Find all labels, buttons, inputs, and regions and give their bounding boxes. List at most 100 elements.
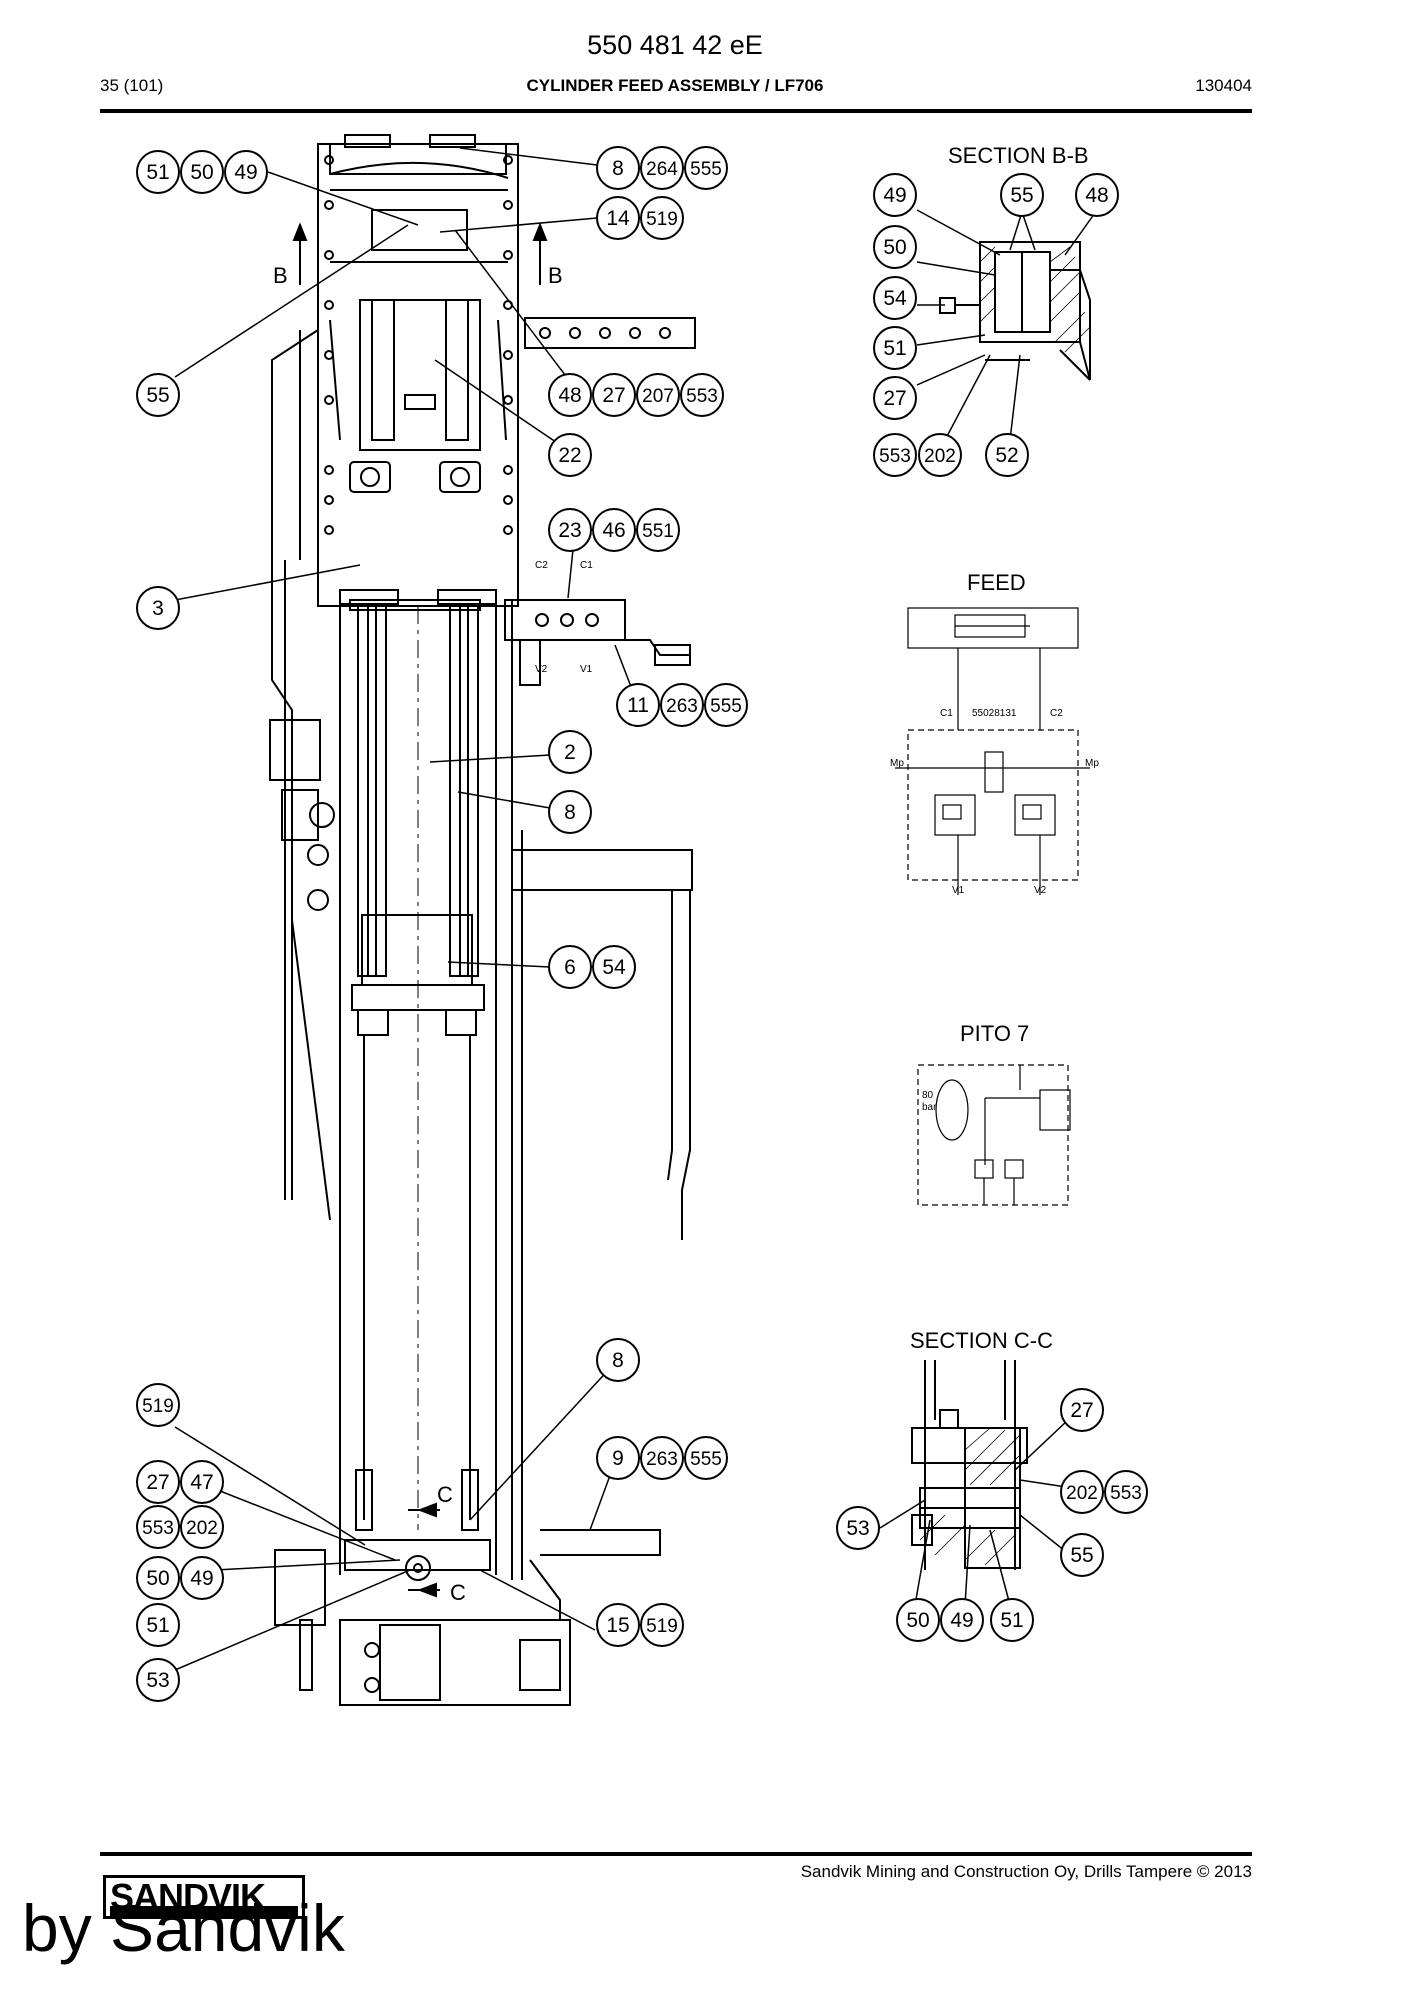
balloon-circle xyxy=(224,150,268,194)
pito-pressure-value: 80 xyxy=(922,1090,934,1101)
balloon-label: 48 xyxy=(558,384,581,407)
balloon-label: 11 xyxy=(627,694,649,717)
section-mark-b-left: B xyxy=(273,263,288,288)
balloon-circle xyxy=(1104,1470,1148,1514)
part-balloon-14: 14 xyxy=(596,196,640,240)
part-balloon-53: 53 xyxy=(836,1506,880,1550)
balloon-circle xyxy=(704,683,748,727)
balloon-circle xyxy=(684,1436,728,1480)
page-number: 35 (101) xyxy=(100,76,164,95)
valve-port-c2: C2 xyxy=(535,560,548,571)
balloon-label: 55 xyxy=(1070,1544,1093,1567)
balloon-label: 47 xyxy=(190,1471,213,1494)
balloon-label: 27 xyxy=(1070,1399,1093,1422)
balloon-circle xyxy=(180,1505,224,1549)
balloon-label: 50 xyxy=(906,1609,929,1632)
valve-port-c1: C1 xyxy=(580,560,593,571)
balloon-label: 27 xyxy=(883,387,906,410)
part-balloon-51: 51 xyxy=(873,326,917,370)
balloon-circle xyxy=(548,945,592,989)
main-assembly-view xyxy=(269,134,696,1706)
balloon-label: 553 xyxy=(879,446,911,467)
balloon-label: 22 xyxy=(558,444,581,467)
balloon-label: 48 xyxy=(1085,184,1108,207)
company-footer: Sandvik Mining and Construction Oy, Dril… xyxy=(800,1862,1252,1881)
header-rule xyxy=(100,109,1252,113)
balloon-circle xyxy=(180,1460,224,1504)
section-marks xyxy=(292,222,548,1598)
balloon-circle xyxy=(640,1603,684,1647)
balloon-label: 2 xyxy=(564,741,576,764)
part-balloon-553: 553 xyxy=(873,433,917,477)
part-balloon-27: 27 xyxy=(592,373,636,417)
balloon-circle xyxy=(1060,1470,1104,1514)
part-balloon-553: 553 xyxy=(1104,1470,1148,1514)
balloon-circle xyxy=(548,790,592,834)
balloon-label: 54 xyxy=(883,287,907,310)
part-balloon-555: 555 xyxy=(684,1436,728,1480)
balloon-label: 55 xyxy=(1010,184,1033,207)
logo-bar xyxy=(110,1906,298,1919)
section-cc-hatching xyxy=(919,1427,1021,1566)
part-balloon-519: 519 xyxy=(136,1383,180,1427)
balloon-circle xyxy=(548,508,592,552)
balloon-circle xyxy=(636,373,680,417)
part-balloon-555: 555 xyxy=(684,146,728,190)
drawing-title: CYLINDER FEED ASSEMBLY / LF706 xyxy=(526,76,824,95)
balloon-circle xyxy=(136,1505,180,1549)
part-balloon-207: 207 xyxy=(636,373,680,417)
balloon-circle xyxy=(596,196,640,240)
part-balloon-27: 27 xyxy=(1060,1388,1104,1432)
part-balloon-8: 8 xyxy=(596,1338,640,1382)
part-balloon-8: 8 xyxy=(596,146,640,190)
balloon-label: 553 xyxy=(142,1518,174,1539)
part-balloon-47: 47 xyxy=(180,1460,224,1504)
balloon-label: 51 xyxy=(146,1614,169,1637)
balloon-label: 202 xyxy=(924,446,956,467)
pito-pressure-unit: bar xyxy=(922,1102,937,1113)
part-balloon-202: 202 xyxy=(1060,1470,1104,1514)
balloon-circle xyxy=(873,276,917,320)
balloon-circle xyxy=(592,508,636,552)
balloon-circle xyxy=(873,433,917,477)
balloon-label: 3 xyxy=(152,597,164,620)
balloon-circle xyxy=(873,225,917,269)
balloon-label: 53 xyxy=(146,1669,169,1692)
balloon-label: 52 xyxy=(995,444,1018,467)
balloon-circle xyxy=(548,433,592,477)
part-balloon-27: 27 xyxy=(136,1460,180,1504)
balloon-label: 519 xyxy=(142,1396,174,1417)
balloon-label: 6 xyxy=(564,956,576,979)
balloon-label: 53 xyxy=(846,1517,869,1540)
part-balloon-263: 263 xyxy=(640,1436,684,1480)
balloon-label: 207 xyxy=(642,386,674,407)
part-balloon-55: 55 xyxy=(1060,1533,1104,1577)
balloon-circle xyxy=(640,146,684,190)
part-balloon-54: 54 xyxy=(873,276,917,320)
feed-port-c2: C2 xyxy=(1050,708,1063,719)
part-balloon-49: 49 xyxy=(940,1598,984,1642)
section-mark-b-right: B xyxy=(548,263,563,288)
balloon-circle xyxy=(640,1436,684,1480)
balloon-circle xyxy=(548,730,592,774)
section-mark-c-bottom: C xyxy=(450,1580,466,1605)
sandvik-logo: SANDVIK xyxy=(103,1875,305,1919)
balloon-label: 27 xyxy=(602,384,625,407)
balloon-circle xyxy=(1075,173,1119,217)
balloon-label: 50 xyxy=(190,161,213,184)
balloon-circle xyxy=(596,1603,640,1647)
byline-watermark: by Sandvik xyxy=(22,1891,345,1965)
balloon-circle xyxy=(873,173,917,217)
balloon-label: 49 xyxy=(190,1567,213,1590)
part-balloon-553: 553 xyxy=(136,1505,180,1549)
balloon-circle xyxy=(873,326,917,370)
part-balloon-50: 50 xyxy=(873,225,917,269)
valve-port-v1: V1 xyxy=(580,664,593,675)
part-balloon-555: 555 xyxy=(704,683,748,727)
footer-rule xyxy=(100,1852,1252,1856)
balloon-circle xyxy=(592,945,636,989)
part-balloon-519: 519 xyxy=(640,1603,684,1647)
balloon-circle xyxy=(1060,1388,1104,1432)
part-balloon-49: 49 xyxy=(180,1556,224,1600)
